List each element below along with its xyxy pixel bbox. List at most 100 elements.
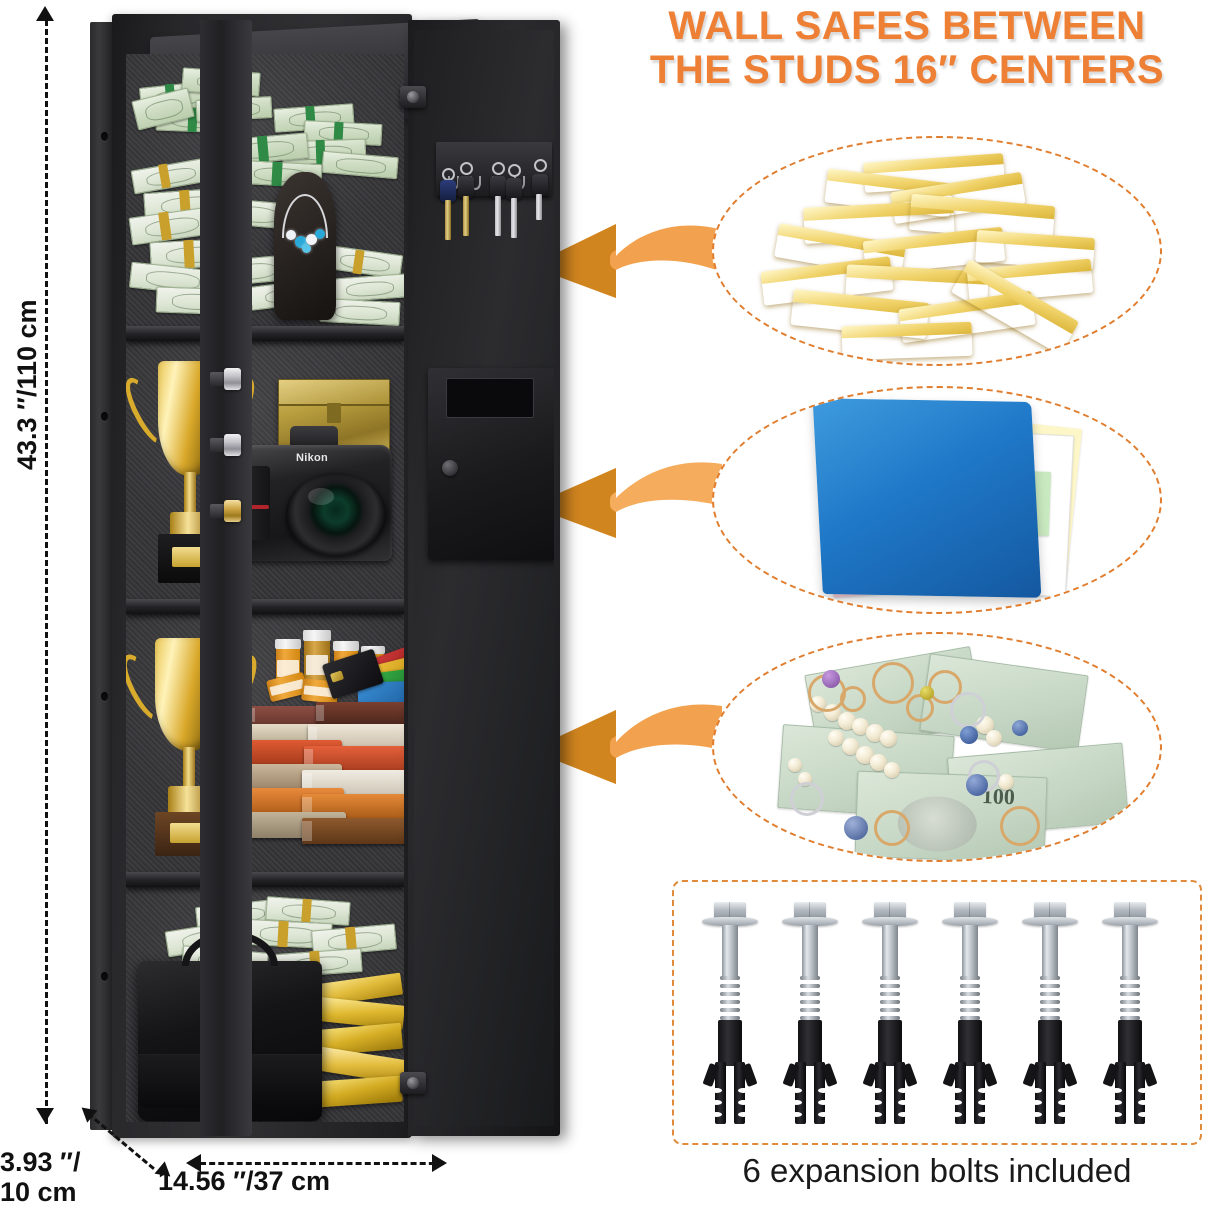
- bottle-cap: [275, 639, 301, 649]
- bolt-anchor-body: [878, 1020, 902, 1066]
- bolt-shank: [882, 925, 898, 977]
- anchor-notch: [1111, 1088, 1122, 1093]
- trophy-nameplate: [169, 823, 209, 843]
- key-blade: [511, 198, 517, 238]
- expansion-bolt: [700, 902, 760, 1124]
- bolt-hex-head: [794, 902, 826, 919]
- pearl: [788, 758, 802, 772]
- dimension-depth-label-line2: 10 cm: [0, 1176, 77, 1207]
- safe-door[interactable]: [408, 20, 560, 1136]
- dimension-arrow-right: [432, 1154, 447, 1172]
- silver-ring: [790, 782, 824, 816]
- gold-bar: [841, 321, 972, 361]
- safe-interior-cavity: Nikon: [126, 54, 404, 1122]
- necklace-gem: [306, 234, 317, 245]
- gold-box-latch: [327, 402, 341, 423]
- bolt-washer: [862, 917, 918, 926]
- bolt-anchor-sleeve: [942, 1062, 998, 1124]
- pearl: [880, 730, 897, 747]
- mounting-hole: [101, 412, 108, 421]
- dimension-line-horizontal: [200, 1162, 444, 1165]
- door-panel-screw: [442, 460, 458, 476]
- gemstone: [1012, 720, 1028, 736]
- necklace-gem: [302, 244, 311, 253]
- door-lock-panel[interactable]: [428, 368, 554, 560]
- anchor-notch: [871, 1100, 882, 1105]
- expansion-bolt: [1020, 902, 1080, 1124]
- bolt-washer: [702, 917, 758, 926]
- anchor-leg: [1115, 1062, 1126, 1124]
- locking-bolt: [210, 368, 241, 390]
- callout-documents: [712, 386, 1162, 614]
- dimension-arrow-up: [36, 6, 54, 21]
- anchor-notch: [898, 1088, 909, 1093]
- bolt-anchor-body: [798, 1020, 822, 1066]
- locking-bolt: [210, 500, 241, 522]
- headline-line-2: THE STUDS 16″ CENTERS: [649, 47, 1165, 92]
- door-inner-panel: [414, 30, 554, 1126]
- dimension-arrow-left: [186, 1154, 201, 1172]
- mounting-hole: [101, 972, 108, 981]
- anchor-notch: [1138, 1088, 1149, 1093]
- anchor-leg: [1035, 1062, 1046, 1124]
- key-blade: [536, 194, 542, 220]
- bottle-label: [269, 679, 305, 697]
- key-ring: [534, 159, 547, 172]
- bottle-cap: [333, 641, 359, 651]
- anchor-notch: [791, 1100, 802, 1105]
- pearl: [828, 730, 844, 746]
- gemstone: [960, 726, 978, 744]
- necklace-gem: [286, 230, 296, 240]
- necklace-gem: [315, 229, 325, 239]
- bolt-threads: [800, 976, 820, 1022]
- card-chip: [330, 670, 345, 683]
- bolt-threads: [960, 976, 980, 1022]
- trophy-stem: [182, 747, 196, 791]
- anchor-notch: [1058, 1100, 1069, 1105]
- anchor-notch: [951, 1100, 962, 1105]
- key-ring: [460, 162, 473, 175]
- expansion-bolt: [860, 902, 920, 1124]
- callout-arrow-documents: [530, 462, 722, 538]
- bolt-threads: [880, 976, 900, 1022]
- anchor-notch: [818, 1088, 829, 1093]
- expansion-bolt: [780, 902, 840, 1124]
- shelf-cell-top: [126, 54, 404, 326]
- bolt-anchor-body: [1038, 1020, 1062, 1066]
- anchor-leg: [734, 1062, 745, 1124]
- bolt-hex-head: [1034, 902, 1066, 919]
- dimension-line-vertical: [45, 20, 48, 1124]
- gold-bar-top: [863, 153, 1004, 174]
- cash-band: [271, 161, 283, 187]
- anchor-notch: [738, 1112, 749, 1117]
- gold-ring: [1000, 806, 1040, 846]
- anchor-notch: [1031, 1088, 1042, 1093]
- anchor-notch: [738, 1100, 749, 1105]
- bolt-washer: [942, 917, 998, 926]
- trophy-stem: [184, 472, 196, 517]
- pearl: [852, 718, 869, 735]
- locking-bolt: [210, 434, 241, 456]
- bolt-hex-head: [954, 902, 986, 919]
- anchor-leg: [1134, 1062, 1145, 1124]
- blue-binder: [812, 398, 1042, 598]
- anchor-notch: [738, 1088, 749, 1093]
- gold-ring: [840, 686, 866, 712]
- anchor-notch: [818, 1100, 829, 1105]
- anchor-notch: [1031, 1100, 1042, 1105]
- bolt-anchor-sleeve: [862, 1062, 918, 1124]
- pearl: [998, 774, 1014, 790]
- dimension-height-label: 43.3 ″/110 cm: [12, 299, 42, 470]
- anchor-notch: [711, 1112, 722, 1117]
- anchor-notch: [791, 1112, 802, 1117]
- bolt-anchor-sleeve: [1022, 1062, 1078, 1124]
- door-hinge-top: [400, 86, 426, 108]
- shelf-cell-third: [126, 614, 404, 872]
- book: [302, 818, 404, 844]
- expansion-bolt: [940, 902, 1000, 1124]
- gold-ring: [872, 662, 914, 704]
- anchor-notch: [871, 1112, 882, 1117]
- trophy-nameplate: [172, 547, 208, 568]
- anchor-leg: [814, 1062, 825, 1124]
- bolt-anchor-body: [718, 1020, 742, 1066]
